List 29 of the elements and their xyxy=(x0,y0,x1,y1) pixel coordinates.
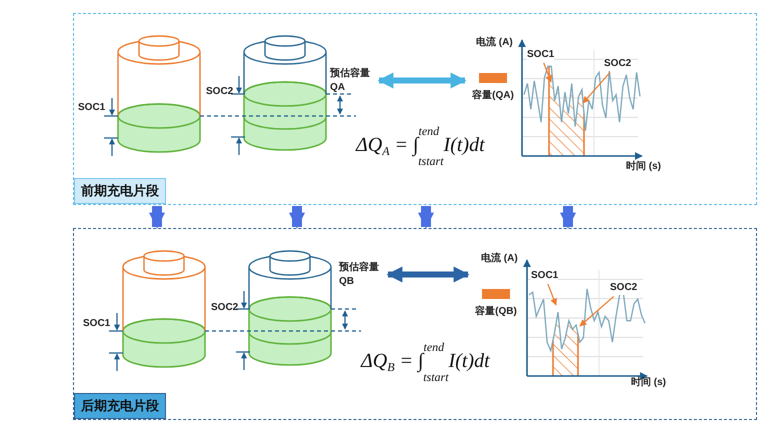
axis-title: 时间 (s) xyxy=(631,376,666,390)
section-panel xyxy=(73,13,757,205)
leader-line xyxy=(582,72,610,104)
axis-title: 电流 (A) xyxy=(481,252,518,266)
callout-label: SOC1 xyxy=(527,48,554,62)
section-panel xyxy=(73,228,757,420)
annotation-text: 预估容量 QB xyxy=(339,261,387,288)
dimension-label: SOC2 xyxy=(206,85,234,98)
axis-title: 时间 (s) xyxy=(626,160,661,174)
callout-label: SOC2 xyxy=(610,281,638,294)
callout-label: SOC1 xyxy=(531,269,558,282)
leader-line xyxy=(547,284,557,306)
legend-text: 容量(QA) xyxy=(471,88,515,102)
block-arrow xyxy=(149,206,165,229)
axis-title: 电流 (A) xyxy=(476,36,513,50)
block-arrow xyxy=(289,206,305,229)
dimension-label: SOC2 xyxy=(211,301,238,314)
leader-line xyxy=(579,296,614,326)
block-arrow xyxy=(386,266,470,282)
annotation-text: 预估容量 QA xyxy=(330,67,378,94)
dimension-label: SOC1 xyxy=(78,101,106,114)
block-arrow xyxy=(377,72,467,88)
block-arrow xyxy=(418,206,434,229)
legend-text: 容量(QB) xyxy=(474,304,518,318)
leader-line xyxy=(543,62,552,83)
block-arrow xyxy=(560,206,576,229)
section-tab: 后期充电片段 xyxy=(74,393,166,419)
section-tab: 前期充电片段 xyxy=(74,178,166,204)
dimension-label: SOC1 xyxy=(83,317,110,330)
